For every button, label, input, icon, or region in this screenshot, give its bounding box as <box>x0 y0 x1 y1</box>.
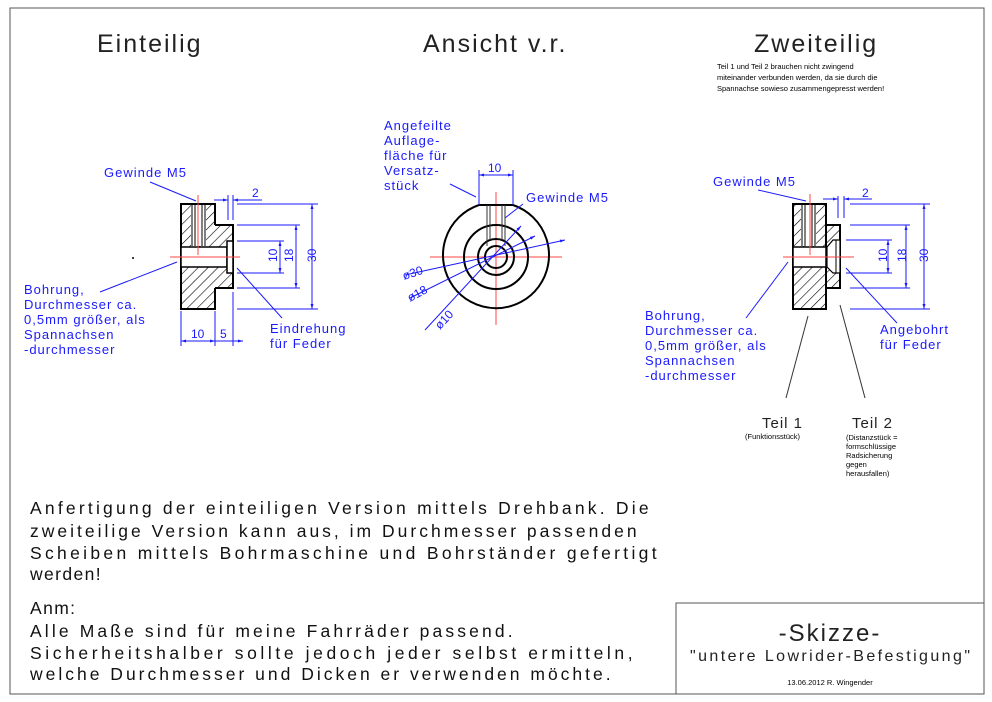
title-einteilig: Einteilig <box>97 30 203 58</box>
text-middle-view-flat-label-2: fläche für <box>384 148 447 163</box>
text-left-view-dims-w10: 10 <box>191 327 205 341</box>
title-ansicht: Ansicht v.r. <box>423 30 567 58</box>
text-right-view-dims-d30: 30 <box>917 248 931 262</box>
text-middle-view-thread-label: Gewinde M5 <box>526 190 609 205</box>
text-body-text-2: Scheiben mittels Bohrmaschine und Bohrst… <box>30 543 658 563</box>
text-left-view-dims-w5: 5 <box>220 327 227 341</box>
text-left-view-dims-d30: 30 <box>305 248 319 262</box>
title-block: -Skizze- "untere Lowrider-Befestigung" 1… <box>675 602 985 695</box>
description-text: Anfertigung der einteiligen Version mitt… <box>29 498 658 584</box>
stray-dot <box>132 257 134 259</box>
text-right-view-drill-label-1: für Feder <box>880 337 942 352</box>
text-middle-view-dims-d18: ø18 <box>405 282 430 304</box>
remark-text: Anm: Alle Maße sind für meine Fahrräder … <box>29 598 634 684</box>
text-note-right-0: Teil 1 und Teil 2 brauchen nicht zwingen… <box>717 62 854 71</box>
text-left-view-recess-label-1: für Feder <box>270 336 332 351</box>
text-right-view-part2-desc-1: formschlüssige <box>846 442 896 451</box>
text-left-view-bore-label-2: 0,5mm größer, als <box>24 312 146 327</box>
drawing-frame <box>9 7 985 695</box>
text-right-view-part1-desc-0: (Funktionsstück) <box>745 432 801 441</box>
part1-title: Teil 1 <box>762 415 803 432</box>
text-middle-view-dims-flat: 10 <box>488 161 502 175</box>
text-remark-text-2: welche Durchmesser und Dicken er verwend… <box>29 664 612 684</box>
text-right-view-part2-desc-2: Radsicherung <box>846 451 892 460</box>
text-left-view-bore-label-1: Durchmesser ca. <box>24 297 137 312</box>
right-section-view: 30 18 10 2 Gewinde M5 Bohrung, Durchmess… <box>645 174 949 478</box>
text-body-text-0: Anfertigung der einteiligen Version mitt… <box>30 498 650 518</box>
text-title-block-date-author: 13.06.2012 R. Wingender <box>787 678 873 687</box>
text-note-right-2: Spannachse sowieso zusammengepresst werd… <box>717 84 884 93</box>
text-note-right-1: miteinander verbunden werden, da sie dur… <box>717 73 878 82</box>
text-right-view-dims-w2: 2 <box>862 186 869 200</box>
text-middle-view-dims-d10: ø10 <box>432 307 457 332</box>
text-middle-view-flat-label-1: Auflage- <box>384 133 440 148</box>
part2-title: Teil 2 <box>852 415 893 432</box>
note-right: Teil 1 und Teil 2 brauchen nicht zwingen… <box>717 62 884 93</box>
text-right-view-part2-desc-3: gegen <box>846 460 867 469</box>
text-right-view-part2-desc-0: (Distanzstück = <box>846 433 898 442</box>
text-right-view-bore-label-3: Spannachsen <box>645 353 736 368</box>
text-left-view-bore-label-0: Bohrung, <box>24 282 85 297</box>
front-view: 10 ø30 ø18 ø10 Angefeilte Auflage- fläch… <box>384 118 609 332</box>
text-right-view-bore-label-4: -durchmesser <box>645 368 736 383</box>
text-right-view-thread-label: Gewinde M5 <box>713 174 796 189</box>
text-body-text-3: werden! <box>29 564 102 584</box>
text-left-view-dims-w2: 2 <box>252 186 259 200</box>
text-left-view-dims-d18: 18 <box>282 248 296 262</box>
text-title-block-title: -Skizze- <box>779 620 882 647</box>
text-middle-view-dims-d30: ø30 <box>401 263 425 283</box>
title-zweiteilig: Zweiteilig <box>754 30 878 58</box>
text-remark-heading: Anm: <box>30 598 76 618</box>
text-body-text-1: zweiteilige Version kann aus, im Durchme… <box>30 521 638 541</box>
text-left-view-bore-label-4: -durchmesser <box>24 342 115 357</box>
text-right-view-drill-label-0: Angebohrt <box>880 322 949 337</box>
text-left-view-thread-label: Gewinde M5 <box>104 165 187 180</box>
text-middle-view-flat-label-4: stück <box>384 178 419 193</box>
text-right-view-bore-label-1: Durchmesser ca. <box>645 323 758 338</box>
left-section-view: 30 18 10 2 10 5 Gewinde M5 Bohrung, Durc… <box>24 165 347 357</box>
text-right-view-part2-desc-4: herausfallen) <box>846 469 890 478</box>
text-right-view-dims-d10: 10 <box>876 248 890 262</box>
text-title-block-subtitle: "untere Lowrider-Befestigung" <box>690 648 970 665</box>
text-right-view-bore-label-2: 0,5mm größer, als <box>645 338 767 353</box>
text-middle-view-flat-label-0: Angefeilte <box>384 118 452 133</box>
text-remark-text-1: Sicherheitshalber sollte jedoch jeder se… <box>30 643 634 663</box>
text-left-view-dims-d10: 10 <box>266 248 280 262</box>
text-remark-text-0: Alle Maße sind für meine Fahrräder passe… <box>30 621 514 641</box>
text-middle-view-flat-label-3: Versatz- <box>384 163 440 178</box>
text-left-view-recess-label-0: Eindrehung <box>270 321 347 336</box>
text-left-view-bore-label-3: Spannachsen <box>24 327 115 342</box>
text-right-view-bore-label-0: Bohrung, <box>645 308 706 323</box>
text-right-view-dims-d18: 18 <box>895 248 909 262</box>
